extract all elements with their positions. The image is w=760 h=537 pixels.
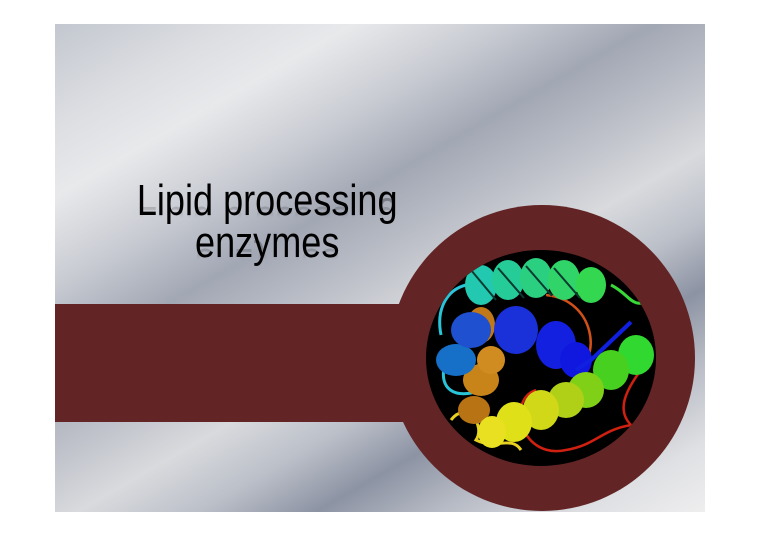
title-slide: Lipid processing Lipid processing enzyme… bbox=[55, 24, 705, 512]
protein-structure-image bbox=[426, 250, 656, 466]
slide-title: Lipid processing Lipid processing enzyme… bbox=[95, 176, 439, 267]
title-line-2-reflection: enzymes bbox=[95, 238, 439, 260]
protein-ribbon-structure-icon bbox=[436, 258, 654, 453]
title-line-1-reflection: Lipid processing bbox=[95, 196, 439, 218]
title-line-1: Lipid processing bbox=[136, 176, 398, 225]
title-line-2: enzymes bbox=[195, 218, 340, 267]
